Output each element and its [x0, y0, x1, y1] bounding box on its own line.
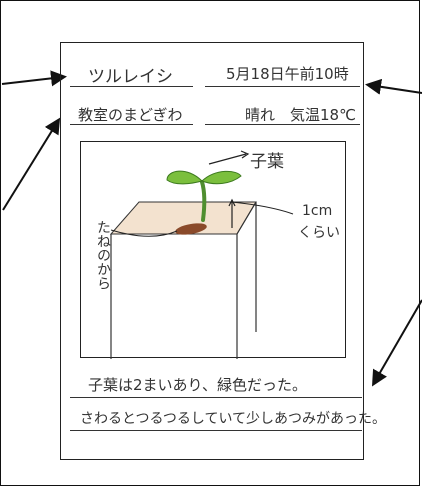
arrow-to-notes: [371, 299, 422, 387]
arrow-to-plant-name: [1, 70, 67, 87]
notes-underline-2: [70, 430, 362, 431]
notes-underline-1: [70, 397, 362, 398]
weather-underline: [205, 124, 360, 125]
right-cotyledon: [201, 170, 242, 185]
stem: [200, 180, 207, 222]
weather-temperature: 晴れ 気温18℃: [245, 106, 356, 124]
seed-coat: [175, 223, 207, 235]
datetime-underline: [205, 86, 360, 87]
observation-datetime: 5月18日午前10時: [226, 65, 349, 83]
location: 教室のまどぎわ: [78, 106, 183, 124]
observation-card: [60, 42, 364, 460]
seed-coat-label: たねのから: [95, 220, 111, 290]
arrow-to-datetime: [365, 78, 422, 95]
seedling-drawing: [109, 150, 294, 359]
notes-line-1: 子葉は2まいあり、緑色だった。: [88, 376, 307, 394]
notes-line-2: さわるとつるつるしていて少しあつみがあった。: [80, 411, 387, 427]
left-cotyledon: [166, 170, 203, 185]
arrow-to-location: [2, 117, 61, 211]
location-underline: [70, 124, 193, 125]
size-label-line2: くらい: [298, 225, 340, 241]
cotyledon-label: 子葉: [250, 152, 284, 172]
size-label-line1: 1cm: [302, 203, 333, 219]
plant-name: ツルレイシ: [88, 67, 173, 87]
plant-name-underline: [70, 86, 193, 87]
sketch-frame: [80, 141, 346, 359]
